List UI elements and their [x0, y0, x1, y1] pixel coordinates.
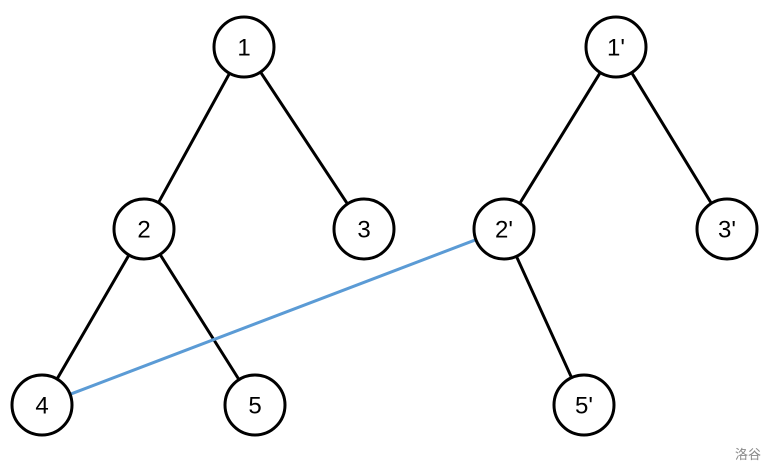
node-circle-5p	[552, 373, 616, 437]
node-circle-1p	[584, 15, 648, 79]
tree-edge-2-4	[55, 253, 131, 381]
tree-edge-1-3	[259, 70, 349, 206]
node-label-4: 4	[35, 393, 48, 420]
node-label-5p: 5'	[575, 393, 593, 420]
node-circle-1	[212, 15, 276, 79]
node-1: 1	[212, 15, 276, 79]
tree-edge-1p-3p	[630, 71, 713, 205]
node-2p: 2'	[472, 197, 536, 261]
node-label-5: 5	[248, 393, 261, 420]
node-5p: 5'	[552, 373, 616, 437]
node-circle-3	[332, 197, 396, 261]
node-circle-2	[112, 197, 176, 261]
node-label-3p: 3'	[718, 217, 736, 244]
node-label-2p: 2'	[495, 217, 513, 244]
node-circle-3p	[695, 197, 759, 261]
node-circle-2p	[472, 197, 536, 261]
node-circle-4	[10, 373, 74, 437]
tree-edge-1p-2p	[518, 71, 602, 205]
edges-layer	[55, 70, 713, 396]
nodes-layer: 1 2 3 4 5 1' 2' 3' 5'	[10, 15, 759, 437]
node-5: 5	[223, 373, 287, 437]
node-4: 4	[10, 373, 74, 437]
node-2: 2	[112, 197, 176, 261]
watermark-text: 洛谷	[734, 448, 761, 463]
node-label-1: 1	[237, 35, 250, 62]
node-label-1p: 1'	[607, 35, 625, 62]
tree-edge-2p-5p	[514, 254, 574, 380]
node-label-2: 2	[137, 217, 150, 244]
link-edge-4-2p	[68, 238, 478, 396]
node-3: 3	[332, 197, 396, 261]
node-3p: 3'	[695, 197, 759, 261]
node-circle-5	[223, 373, 287, 437]
tree-edge-1-2	[156, 71, 232, 205]
node-label-3: 3	[357, 217, 370, 244]
node-1p: 1'	[584, 15, 648, 79]
tree-edge-2-5	[158, 252, 241, 382]
